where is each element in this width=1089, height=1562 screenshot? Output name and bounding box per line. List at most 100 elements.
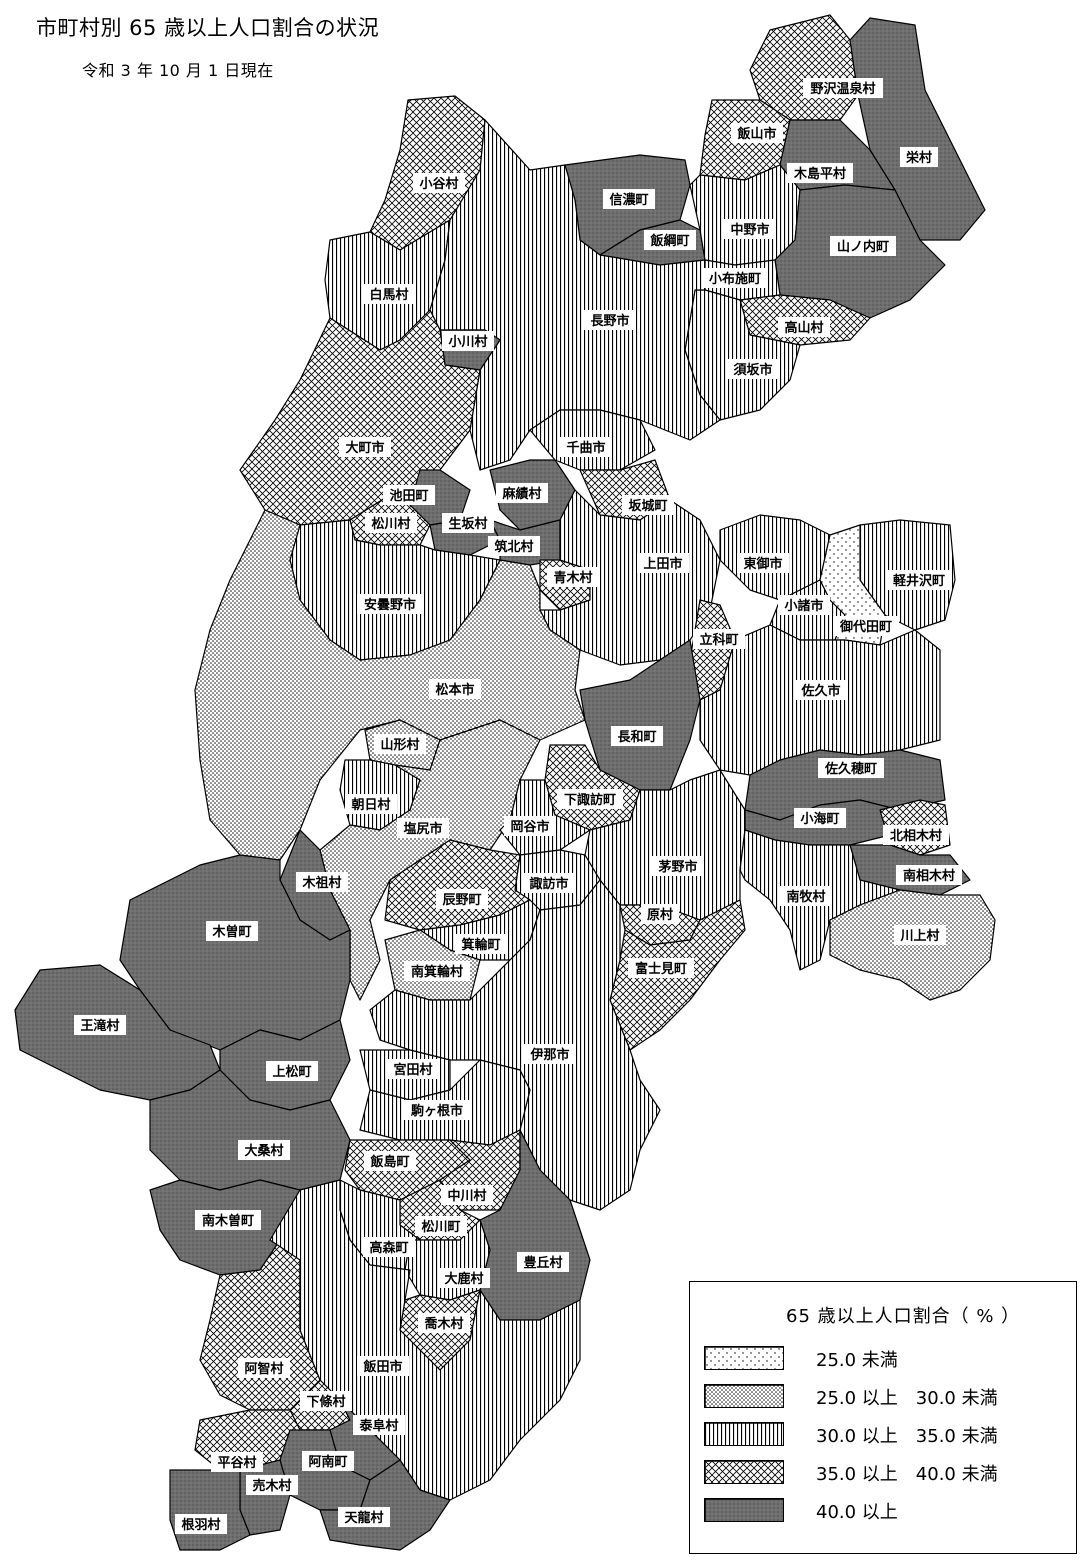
region-伊那市 <box>369 879 661 1211</box>
municipality-name: 長和町 <box>617 729 656 745</box>
label-background <box>364 1151 416 1171</box>
municipality-name: 喬木村 <box>423 1316 463 1332</box>
municipality-name: 伊那市 <box>529 1047 569 1063</box>
municipality-label: 佐久市 <box>795 680 847 700</box>
legend-label: 25.0 以上 30.0 未満 <box>816 1388 998 1409</box>
municipality-label: 池田町 <box>383 485 435 505</box>
legend-row: 25.0 未満 <box>704 1344 1064 1374</box>
region-塩尻市 <box>319 719 541 1001</box>
label-background <box>429 679 481 699</box>
legend-row: 40.0 以上 <box>704 1496 1064 1526</box>
municipality-name: 平谷村 <box>217 1455 256 1471</box>
municipality-name: 生坂村 <box>448 516 487 532</box>
municipality-label: 喬木村 <box>418 1313 470 1333</box>
label-background <box>438 1268 490 1288</box>
label-background <box>418 1313 470 1333</box>
region-松本市 <box>194 509 586 861</box>
label-background <box>628 958 694 978</box>
label-background <box>603 189 655 209</box>
municipality-label: 上田市 <box>637 553 689 573</box>
label-background <box>365 513 417 533</box>
municipality-label: 箕輪町 <box>455 934 507 954</box>
municipality-name: 筑北村 <box>494 539 533 555</box>
municipality-name: 南牧村 <box>786 889 825 905</box>
municipality-name: 北相木村 <box>890 828 942 844</box>
label-background <box>345 794 397 814</box>
municipality-name: 大桑村 <box>244 1143 283 1159</box>
municipality-label: 下條村 <box>300 1391 352 1411</box>
municipality-label: 小諸市 <box>778 595 830 615</box>
label-background <box>611 726 663 746</box>
municipality-label: 塩尻市 <box>397 818 449 838</box>
municipality-label: 伊那市 <box>524 1044 576 1064</box>
municipality-label: 栄村 <box>900 147 938 167</box>
municipality-name: 中川村 <box>447 1188 486 1204</box>
label-background <box>883 825 949 845</box>
municipality-name: 佐久市 <box>800 683 840 699</box>
map-subtitle: 令和 3 年 10 月 1 日現在 <box>82 61 274 80</box>
municipality-label: 上松町 <box>266 1061 318 1081</box>
label-background <box>195 1210 261 1230</box>
label-background <box>302 1451 354 1471</box>
municipality-label: 北相木村 <box>883 825 949 845</box>
municipality-name: 下條村 <box>306 1394 345 1410</box>
municipality-label: 安曇野市 <box>357 594 423 614</box>
label-background <box>652 856 704 876</box>
region-根羽村 <box>169 1469 251 1551</box>
municipality-label: 立科町 <box>693 629 745 649</box>
label-background <box>693 629 745 649</box>
municipality-name: 長野市 <box>590 313 629 329</box>
municipality-name: 朝日村 <box>351 797 390 813</box>
label-background <box>442 513 494 533</box>
label-background <box>637 553 689 573</box>
municipality-label: 生坂村 <box>442 513 494 533</box>
municipality-label: 山形村 <box>374 734 426 754</box>
municipality-name: 高山村 <box>784 320 823 336</box>
municipality-label: 小谷村 <box>413 173 465 193</box>
municipality-name: 南相木村 <box>903 868 955 884</box>
municipality-name: 根羽村 <box>181 1517 220 1533</box>
label-background <box>413 173 465 193</box>
municipality-name: 山ノ内町 <box>837 239 889 255</box>
municipality-name: 飯田市 <box>362 1359 402 1375</box>
municipality-name: 小海町 <box>800 811 839 827</box>
municipality-name: 御代田町 <box>839 619 892 635</box>
municipality-name: 原村 <box>647 907 673 923</box>
municipality-name: 川上村 <box>899 928 939 944</box>
legend-row: 30.0 以上 35.0 未満 <box>704 1420 1064 1450</box>
municipality-name: 飯山市 <box>736 126 776 142</box>
label-background <box>455 934 507 954</box>
legend-label: 25.0 未満 <box>816 1350 898 1371</box>
municipality-label: 小海町 <box>794 808 846 828</box>
municipality-name: 松本市 <box>435 682 474 698</box>
municipality-label: 高森町 <box>363 1237 415 1257</box>
label-background <box>387 1059 439 1079</box>
label-background <box>266 1061 318 1081</box>
municipality-name: 松川村 <box>371 516 410 532</box>
label-background <box>353 1415 405 1435</box>
municipality-label: 諏訪市 <box>523 873 575 893</box>
municipality-label: 飯山市 <box>731 123 783 143</box>
municipality-label: 飯島町 <box>364 1151 416 1171</box>
municipality-label: 天龍村 <box>338 1507 390 1527</box>
legend-row: 25.0 以上 30.0 未満 <box>704 1382 1064 1412</box>
region-天龍村 <box>319 1459 451 1551</box>
legend-swatch-dark-gray <box>704 1498 784 1522</box>
municipality-label: 千曲市 <box>560 437 612 457</box>
municipality-label: 阿南町 <box>302 1451 354 1471</box>
label-background <box>338 1507 390 1527</box>
municipality-name: 池田町 <box>389 488 428 504</box>
municipality-label: 豊丘村 <box>517 1252 569 1272</box>
municipality-label: 中川村 <box>441 1185 493 1205</box>
municipality-label: 木島平村 <box>787 163 853 183</box>
label-background <box>560 437 612 457</box>
municipality-label: 平谷村 <box>211 1452 263 1472</box>
municipality-label: 青木村 <box>547 567 599 587</box>
municipality-name: 駒ヶ根市 <box>410 1103 463 1119</box>
municipality-name: 茅野市 <box>658 859 697 875</box>
municipality-name: 大鹿村 <box>444 1271 483 1287</box>
municipality-name: 麻績村 <box>501 486 541 502</box>
municipality-label: 飯綱町 <box>644 230 696 250</box>
municipality-name: 諏訪市 <box>529 876 568 892</box>
legend-label: 35.0 以上 40.0 未満 <box>816 1464 998 1485</box>
